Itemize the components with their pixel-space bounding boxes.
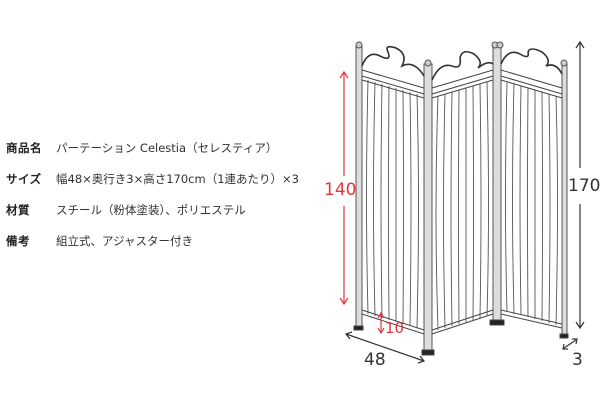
- spec-label: 商品名: [6, 141, 42, 155]
- spec-label: サイズ: [6, 172, 42, 186]
- dimension-label-depth: 3: [572, 350, 583, 370]
- dimension-label-leg-clearance: 10: [385, 319, 405, 337]
- dimension-inner-height: [339, 70, 349, 306]
- panel-left: [353, 41, 435, 356]
- dimension-width: [344, 331, 426, 364]
- spec-label: 材質: [6, 203, 30, 217]
- panel-middle: [431, 41, 505, 335]
- spec-label: 備考: [6, 234, 30, 248]
- panel-right: [500, 48, 569, 339]
- dimension-leg-clearance: [377, 311, 385, 335]
- dimension-label-inner-height: 140: [324, 180, 357, 200]
- spec-value: パーテーション Celestia（セレスティア）: [56, 141, 278, 155]
- dimension-depth: [562, 338, 578, 350]
- spec-value: 幅48×奥行き3×高さ170cm（1連あたり）×3: [56, 172, 299, 186]
- spec-value: 組立式、アジャスター付き: [56, 234, 193, 248]
- dimension-label-total-height: 170: [568, 176, 600, 196]
- dimension-label-width: 48: [364, 350, 386, 370]
- spec-value: スチール（粉体塗装）、ポリエステル: [56, 203, 246, 217]
- dimension-total-height: [575, 40, 585, 330]
